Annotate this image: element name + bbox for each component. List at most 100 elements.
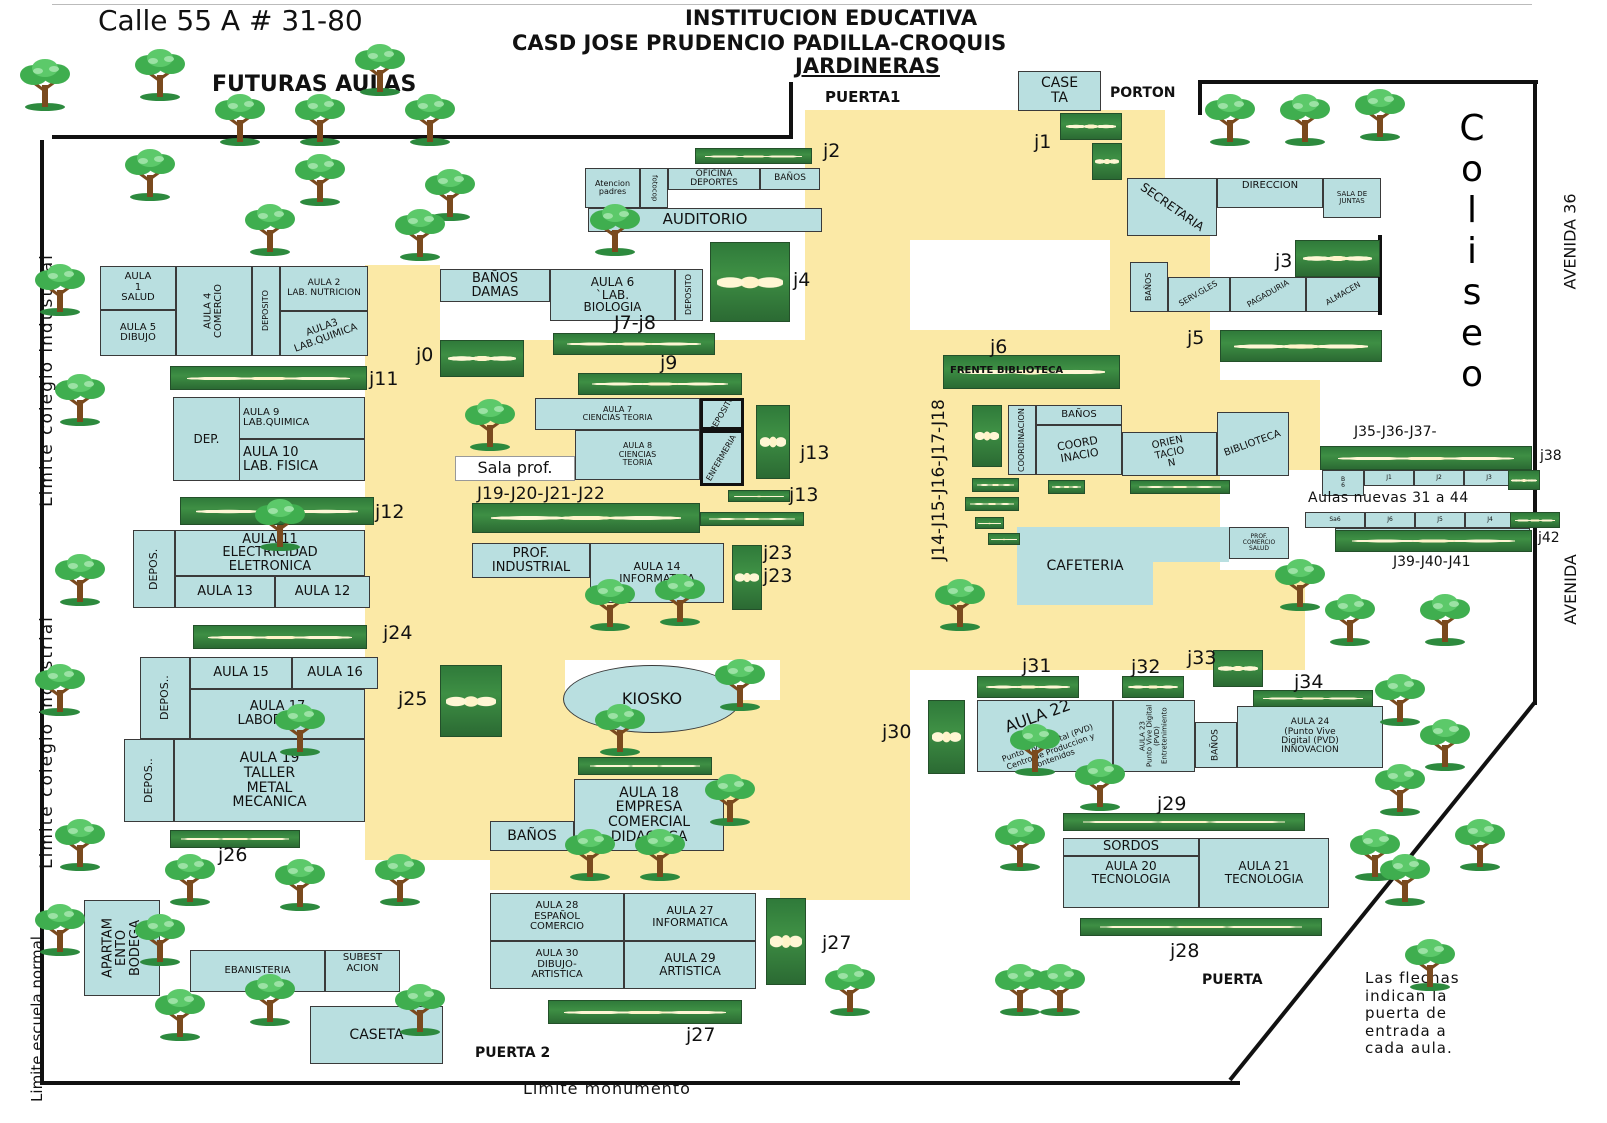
nueva-j2[interactable]: J2 [1414,470,1464,486]
room-aula4[interactable]: AULA 4 COMERCIO [176,266,252,356]
room-aula20[interactable]: AULA 20 TECNOLOGIA [1063,856,1199,908]
room-banos-top[interactable]: BAÑOS [760,168,820,190]
room-cafeteria[interactable]: CAFETERIA [1017,527,1153,605]
garden-bed-j14c [965,497,1019,511]
room-atencion-padres[interactable]: Atencion padres [585,168,640,208]
room-depos-c[interactable]: DEPOS.. [124,739,174,822]
room-orientacion[interactable]: ORIEN TACIO N [1122,432,1217,476]
garden-label-j4: j4 [793,269,811,291]
room-pagaduria[interactable]: PAGADURIA [1230,277,1306,312]
nueva-b6[interactable]: B 6 [1322,470,1364,496]
room-deposito-a[interactable]: DEPOSITO [252,266,280,356]
room-sordos[interactable]: SORDOS [1063,838,1199,856]
room-oficina-deportes[interactable]: OFICINA DEPORTES [668,168,760,190]
pagaduria-label: PAGADURIA [1245,278,1291,310]
room-dep[interactable]: DEP. [173,397,239,481]
room-servicios[interactable]: SERV.GLES [1168,277,1230,312]
room-prof-comercio[interactable]: PROF. COMERCIO SALUD [1229,527,1289,559]
gate-puerta2: PUERTA 2 [475,1045,551,1061]
room-aula3[interactable]: AULA3 LAB.QUIMICA [280,311,368,356]
garden-bed-j31 [977,676,1079,698]
enfermeria-label: ENFERMERIA [704,433,739,483]
nueva-j4[interactable]: J4 [1465,512,1515,528]
tree-icon [1276,92,1334,148]
wall-top-right [1198,80,1538,84]
nueva-j6[interactable]: J6 [1365,512,1415,528]
nueva-j3[interactable]: J3 [1464,470,1514,486]
title-line1: INSTITUCION EDUCATIVA [685,6,978,30]
tree-icon [351,42,409,98]
room-aula21[interactable]: AULA 21 TECNOLOGIA [1199,838,1329,908]
room-aula1[interactable]: AULA 1 SALUD [100,266,176,310]
title-line2: CASD JOSE PRUDENCIO PADILLA-CROQUIS [512,31,1007,55]
room-deposito-d[interactable]: DEPOSITO [700,398,744,430]
garden-label-j1: j1 [1034,131,1052,153]
room-aula29[interactable]: AULA 29 ARTISTICA [624,941,756,989]
room-depos-a[interactable]: DEPOS. [133,530,175,608]
room-aula27[interactable]: AULA 27 INFORMATICA [624,893,756,941]
room-aula13[interactable]: AULA 13 [175,576,275,608]
nueva-j1[interactable]: J1 [1364,470,1414,486]
room-aula9[interactable]: AULA 9 LAB.QUIMICA [239,397,365,439]
room-sala-prof[interactable]: Sala prof. [455,456,575,481]
room-aula30[interactable]: AULA 30 DIBUJO- ARTISTICA [490,941,624,989]
room-aula10[interactable]: AULA 10 LAB. FISICA [239,439,365,481]
garden-bed-j9 [578,373,742,395]
tree-icon [271,857,329,913]
room-fotocopias[interactable]: fotocop [640,168,668,208]
garden-bed-j30 [928,700,965,774]
room-deposito-c[interactable]: DEPOSITO [675,269,703,321]
nueva-sa6[interactable]: Sa6 [1305,512,1365,528]
room-banos-right[interactable]: BAÑOS [1130,262,1168,312]
edge-right-mid: AVENIDA [1560,554,1580,625]
room-aula2[interactable]: AULA 2 LAB. NUTRICION [280,266,368,311]
nueva-j5[interactable]: J5 [1415,512,1465,528]
room-direccion[interactable]: DIRECCION [1217,178,1323,208]
room-enfermeria[interactable]: ENFERMERIA [700,430,744,486]
tree-icon [31,262,89,318]
garden-label-j12: j12 [375,501,405,523]
tree-icon [1371,672,1429,728]
room-aula16[interactable]: AULA 16 [292,657,378,689]
room-biblioteca[interactable]: BIBLIOTECA [1217,412,1289,476]
tree-icon [701,772,759,828]
garden-bed-j14a [972,405,1002,467]
garden-bed-j23-row [700,512,804,526]
room-aula28[interactable]: AULA 28 ESPAÑOL COMERCIO [490,893,624,941]
gate-puerta1: PUERTA1 [825,88,901,106]
room-aula5[interactable]: AULA 5 DIBUJO [100,310,176,356]
garden-bed-j39-41 [1335,530,1532,552]
room-coord-inacio[interactable]: COORD INACIO [1036,425,1122,475]
room-caseta[interactable]: CASETA [310,1006,443,1064]
garden-label-j13a: j13 [800,442,830,464]
frente-biblioteca-label: FRENTE BIBLIOTECA [950,365,1064,376]
garden-label-j38: j38 [1540,448,1562,464]
room-sala-juntas[interactable]: SALA DE JUNTAS [1323,178,1381,218]
kiosko[interactable]: KIOSKO [563,665,741,733]
room-aula15[interactable]: AULA 15 [190,657,292,689]
room-banos-bottom[interactable]: BAÑOS [490,821,574,851]
room-aula8[interactable]: AULA 8 CIENCIAS TEORIA [575,430,700,480]
room-subestacion[interactable]: SUBEST ACION [325,950,400,992]
room-secretaria[interactable]: SECRETARIA [1127,178,1217,236]
room-aula6[interactable]: AULA 6 `LAB. BIOLOGIA [550,269,675,321]
room-aula19[interactable]: AULA 19 TALLER METAL MECANICA [174,739,365,822]
room-depos-b[interactable]: DEPOS.. [140,657,190,739]
room-aula24[interactable]: AULA 24 (Punto Vive Digital (PVD) INNOVA… [1237,706,1383,768]
coliseo-letter: s [1462,272,1482,313]
room-banos-coord[interactable]: BAÑOS [1036,405,1122,425]
tree-icon [131,912,189,968]
room-banos-damas[interactable]: BAÑOS DAMAS [440,269,550,302]
room-aula12[interactable]: AULA 12 [275,576,370,608]
wall-top-right-vertical [1198,80,1202,115]
room-coordinacion[interactable]: COORDINACION [1008,405,1036,475]
room-aula7[interactable]: AULA 7 CIENCIAS TEORIA [535,398,700,430]
tree-icon [371,852,429,908]
garden-bed-j42 [1510,512,1560,528]
room-almacen[interactable]: ALMACEN [1306,277,1381,312]
tree-icon [51,372,109,428]
room-banos-pvd[interactable]: BAÑOS [1195,722,1237,768]
room-prof-industrial[interactable]: PROF. INDUSTRIAL [472,543,590,578]
wall-left [40,140,44,1085]
secretaria-label: SECRETARIA [1137,179,1207,234]
